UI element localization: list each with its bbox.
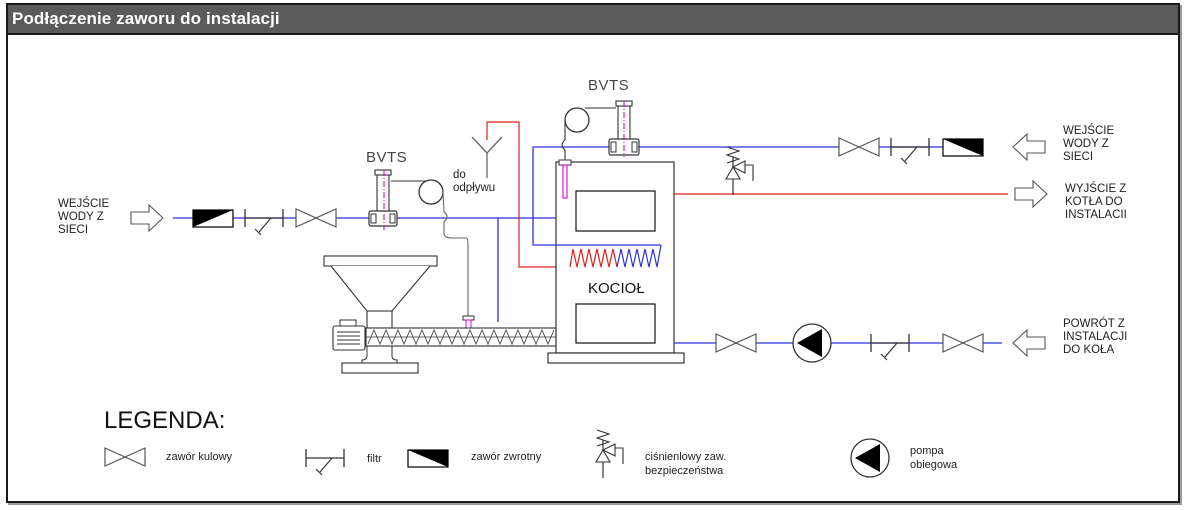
bvts-valve-left [368, 169, 475, 329]
check-valve-icon [942, 138, 984, 157]
svg-text:zawór zwrotny: zawór zwrotny [471, 451, 542, 463]
bvts-valve-right [558, 100, 640, 199]
legend-item-filter: filtr [305, 448, 382, 476]
filter-icon [890, 137, 930, 165]
filter-icon [305, 448, 345, 476]
svg-text:WODY Z: WODY Z [1063, 138, 1109, 150]
svg-text:WYJŚCIE Z: WYJŚCIE Z [1065, 182, 1126, 195]
svg-text:ciśnienlowy zaw.: ciśnienlowy zaw. [645, 451, 726, 463]
legend-item-pump: pompa obiegowa [850, 438, 958, 478]
return-label: POWRÓT Z INSTALACJI DO KOŁA [1063, 317, 1127, 356]
legend-title: LEGENDA: [104, 407, 225, 434]
boiler-label: KOCIOŁ [588, 280, 645, 297]
svg-text:INSTALACJI: INSTALACJI [1063, 331, 1127, 343]
bvts-right-label: BVTS [588, 77, 629, 94]
ball-valve-icon [295, 208, 337, 228]
inlet-arrow-icon [130, 204, 164, 232]
svg-text:WEJŚCIE: WEJŚCIE [58, 197, 109, 210]
svg-text:INSTALACII: INSTALACII [1065, 209, 1127, 221]
svg-text:odpływu: odpływu [453, 182, 495, 194]
svg-text:pompa: pompa [910, 445, 945, 457]
ball-valve-icon [838, 137, 880, 157]
hot-pipe-drain [486, 121, 570, 268]
svg-text:zawór kulowy: zawór kulowy [166, 451, 233, 463]
svg-text:DO KOŁA: DO KOŁA [1063, 344, 1114, 356]
ball-valve-icon [942, 333, 984, 353]
filter-icon [244, 208, 284, 236]
right-inlet-label: WEJŚCIE WODY Z SIECI [1063, 124, 1114, 163]
svg-text:KOTŁA DO: KOTŁA DO [1065, 196, 1123, 208]
ball-valve-icon [715, 333, 757, 353]
outlet-arrow-icon [1014, 180, 1048, 208]
check-valve-icon [407, 449, 449, 468]
svg-text:SIECI: SIECI [58, 224, 88, 236]
fuel-feeder [323, 255, 557, 374]
ball-valve-icon [104, 447, 146, 467]
circulation-pump-icon [792, 323, 832, 363]
safety-valve-icon [595, 429, 624, 479]
bvts-left-label: BVTS [366, 149, 407, 166]
svg-text:POWRÓT Z: POWRÓT Z [1063, 317, 1125, 330]
safety-valve-icon [725, 146, 754, 196]
legend-item-ball-valve: zawór kulowy [104, 447, 233, 467]
diagram-panel: Podłączenie zaworu do instalacji [6, 3, 1180, 503]
drain-label: do [453, 169, 466, 181]
return-arrow-icon [1012, 329, 1046, 357]
svg-text:obiegowa: obiegowa [910, 459, 958, 471]
check-valve-icon [192, 209, 234, 228]
svg-text:WODY Z: WODY Z [58, 211, 104, 223]
panel-header: Podłączenie zaworu do instalacji [8, 5, 1178, 35]
heat-exchanger-coil-cold [616, 244, 662, 268]
drain-funnel-icon [471, 136, 503, 178]
svg-text:WEJŚCIE: WEJŚCIE [1063, 124, 1114, 137]
filter-icon [870, 333, 910, 361]
inlet-arrow-icon [1012, 133, 1046, 161]
outlet-label: WYJŚCIE Z KOTŁA DO INSTALACII [1065, 182, 1127, 221]
heat-exchanger-coil-hot [569, 248, 618, 268]
cold-pipe-top [532, 146, 980, 246]
svg-text:SIECI: SIECI [1063, 151, 1093, 163]
legend-item-check-valve: zawór zwrotny [407, 449, 542, 468]
pump-icon [850, 438, 890, 478]
legend-item-safety-valve: ciśnienlowy zaw. bezpieczeństwa [595, 429, 726, 479]
svg-text:bezpieczeństwa: bezpieczeństwa [645, 465, 724, 477]
svg-text:filtr: filtr [367, 453, 382, 465]
left-inlet-label: WEJŚCIE WODY Z SIECI [58, 197, 109, 236]
panel-title: Podłączenie zaworu do instalacji [12, 9, 280, 28]
